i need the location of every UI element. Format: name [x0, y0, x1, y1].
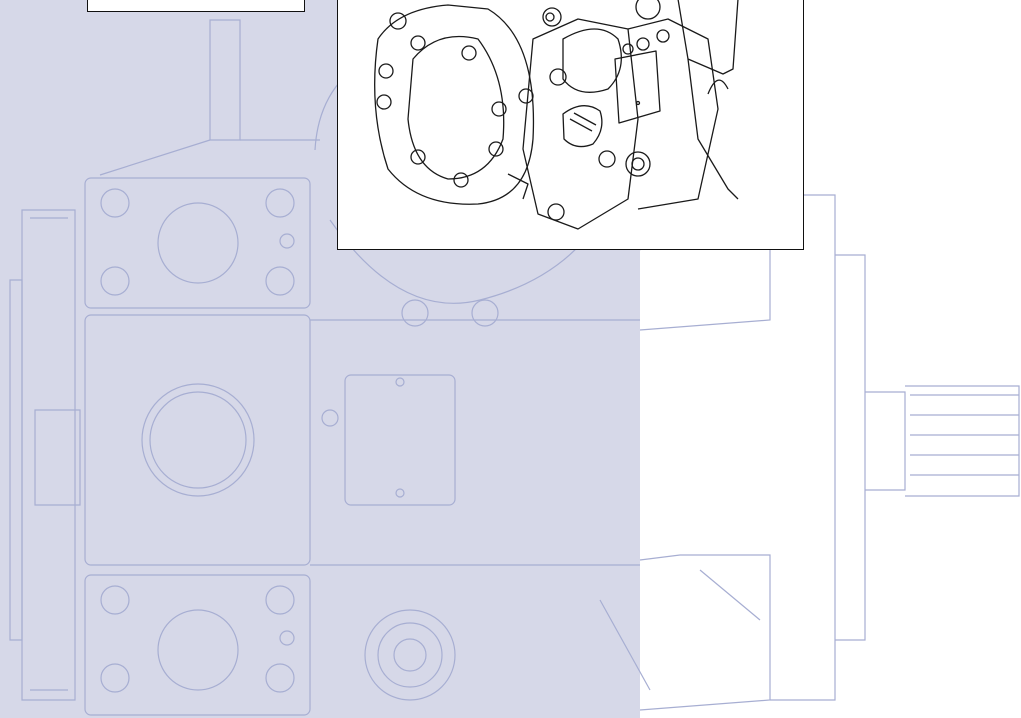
label-box: [87, 0, 305, 12]
isometric-inset: [337, 0, 804, 250]
pump-isometric-drawing: [374, 0, 739, 230]
